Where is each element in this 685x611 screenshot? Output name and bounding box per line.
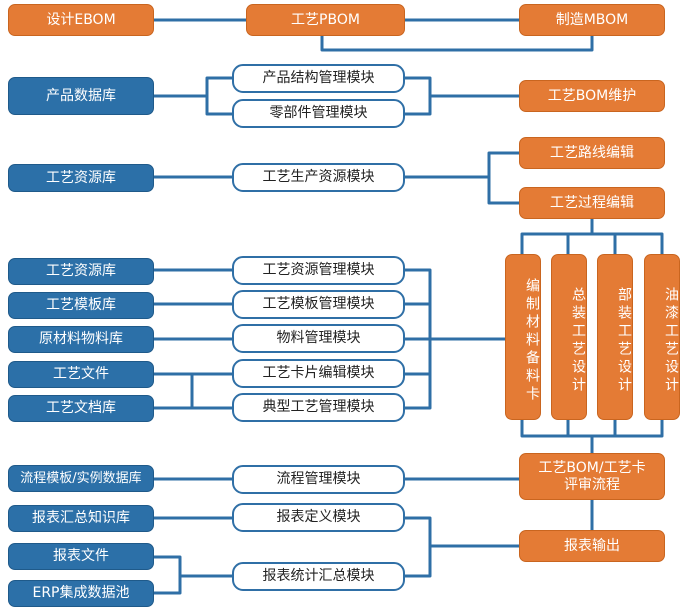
process-bom-maintain-box: 工艺BOM维护 — [519, 80, 665, 112]
report-stats-module: 报表统计汇总模块 — [232, 562, 405, 591]
flow-management-module: 流程管理模块 — [232, 465, 405, 494]
parts-management-module: 零部件管理模块 — [232, 99, 405, 128]
report-files-box: 报表文件 — [8, 543, 154, 570]
pbom-box: 工艺PBOM — [246, 4, 405, 36]
source-box-resource: 工艺资源库 — [8, 258, 154, 285]
erp-data-pool-box: ERP集成数据池 — [8, 580, 154, 607]
process-edit-box: 工艺过程编辑 — [519, 187, 665, 219]
column-paint-design: 油漆工艺设计 — [644, 254, 680, 420]
report-define-module: 报表定义模块 — [232, 503, 405, 532]
column-assembly-design: 总装工艺设计 — [551, 254, 587, 420]
product-database-box: 产品数据库 — [8, 77, 154, 115]
report-knowledge-box: 报表汇总知识库 — [8, 505, 154, 532]
module-material-management: 物料管理模块 — [232, 324, 405, 353]
review-flow-box: 工艺BOM/工艺卡评审流程 — [519, 453, 665, 500]
process-resource-db-box: 工艺资源库 — [8, 164, 154, 192]
module-card-editing: 工艺卡片编辑模块 — [232, 359, 405, 388]
module-typical-process: 典型工艺管理模块 — [232, 393, 405, 422]
product-structure-module: 产品结构管理模块 — [232, 64, 405, 93]
production-resource-module: 工艺生产资源模块 — [232, 163, 405, 192]
route-edit-box: 工艺路线编辑 — [519, 137, 665, 169]
ebom-box: 设计EBOM — [8, 4, 154, 36]
report-output-box: 报表输出 — [519, 530, 665, 562]
column-subassembly-design: 部装工艺设计 — [597, 254, 633, 420]
mbom-box: 制造MBOM — [519, 4, 665, 36]
flow-database-box: 流程模板/实例数据库 — [8, 465, 154, 492]
column-material-card: 编制材料备料卡 — [505, 254, 541, 420]
module-template-management: 工艺模板管理模块 — [232, 290, 405, 319]
module-resource-management: 工艺资源管理模块 — [232, 256, 405, 285]
source-box-process-file: 工艺文件 — [8, 361, 154, 388]
source-box-material: 原材料物料库 — [8, 326, 154, 353]
source-box-template: 工艺模板库 — [8, 292, 154, 319]
source-box-document: 工艺文档库 — [8, 395, 154, 422]
